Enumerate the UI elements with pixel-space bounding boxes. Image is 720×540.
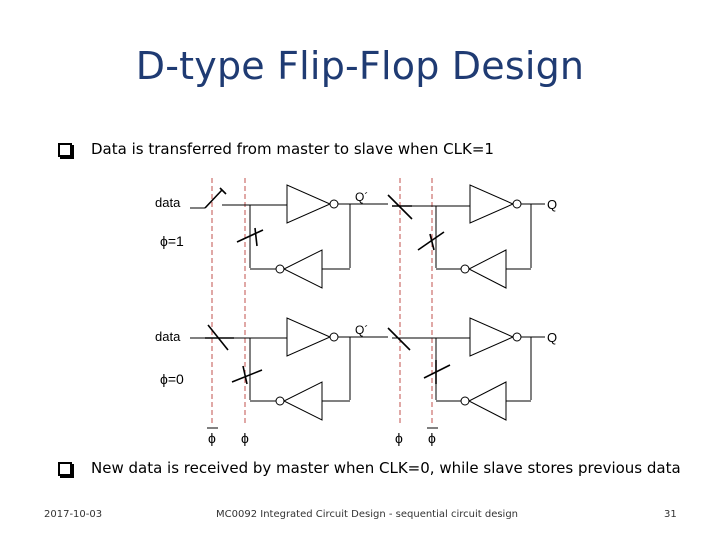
top-q-label: Q bbox=[547, 197, 557, 212]
bottom-data-label: data bbox=[155, 329, 181, 344]
phase-label-phi-1: ϕ bbox=[241, 430, 249, 446]
footer-date: 2017-10-03 bbox=[44, 509, 103, 520]
slide-title: D-type Flip-Flop Design bbox=[135, 44, 585, 88]
phase-label-phi-bar-2: ϕ bbox=[428, 430, 436, 446]
master-slave-latch-bottom bbox=[190, 317, 545, 421]
top-qprime-label: Q´ bbox=[355, 190, 368, 204]
bottom-q-label: Q bbox=[547, 330, 557, 345]
bottom-clock-label: ϕ=0 bbox=[160, 371, 184, 387]
phase-label-phi-2: ϕ bbox=[395, 430, 403, 446]
footer-course: MC0092 Integrated Circuit Design - seque… bbox=[216, 509, 519, 520]
bullet-text-1: Data is transferred from master to slave… bbox=[91, 140, 494, 158]
footer-page-number: 31 bbox=[664, 509, 677, 520]
top-data-label: data bbox=[155, 195, 181, 210]
clock-phase-lines bbox=[211, 178, 433, 425]
phase-label-phi-bar-1: ϕ bbox=[208, 430, 216, 446]
bullet-square-icon bbox=[58, 143, 72, 157]
master-slave-latch-top bbox=[190, 184, 545, 289]
bottom-qprime-label: Q´ bbox=[355, 323, 368, 337]
bullet-text-2: New data is received by master when CLK=… bbox=[91, 459, 681, 477]
bullet-square-icon bbox=[58, 462, 72, 476]
top-clock-label: ϕ=1 bbox=[160, 233, 184, 249]
